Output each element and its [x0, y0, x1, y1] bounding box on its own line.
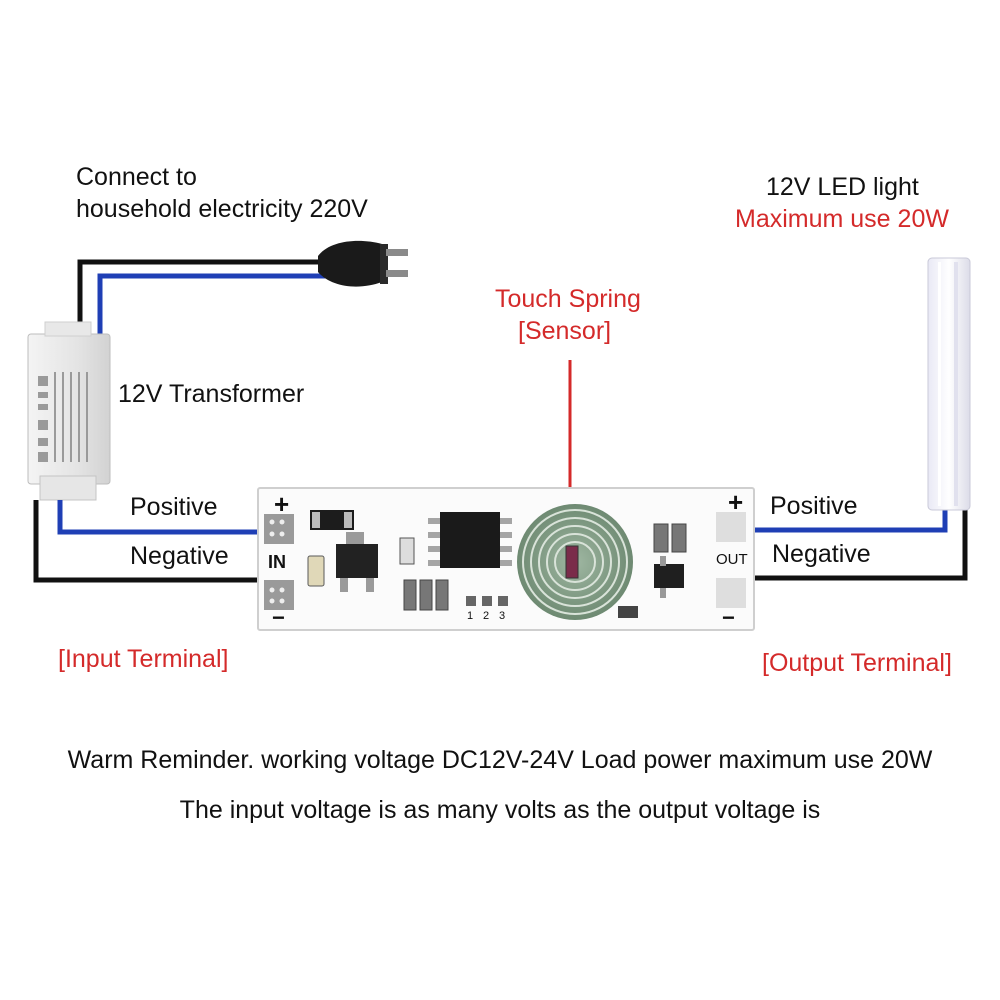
input-negative-label: Negative [130, 542, 229, 570]
mains-wires [77, 259, 330, 335]
output-negative-label: Negative [772, 540, 871, 568]
output-negative-wire [750, 508, 968, 581]
board-plus-right: + [728, 487, 744, 517]
mains-black-wire [77, 259, 330, 335]
input-negative-wire [33, 500, 262, 583]
led-title: 12V LED light [766, 173, 919, 201]
output-terminal-label: [Output Terminal] [762, 649, 952, 677]
voltage-note: The input voltage is as many volts as th… [179, 796, 821, 824]
board-out-label: OUT [716, 551, 748, 568]
mains-blue-wire [97, 273, 330, 335]
board-in-label: IN [268, 552, 286, 572]
led-max-power: Maximum use 20W [735, 205, 949, 233]
output-pads [716, 512, 746, 608]
pcb-board [257, 487, 755, 631]
transformer-label: 12V Transformer [118, 380, 305, 408]
board-pin-3: 3 [499, 610, 506, 622]
touch-spring-coil [517, 504, 633, 620]
power-label-line1: Connect to [76, 163, 197, 191]
transformer-box [27, 321, 111, 501]
output-wires [750, 508, 968, 581]
input-wires [33, 500, 262, 583]
board-plus-left: + [274, 489, 290, 519]
output-positive-wire [750, 508, 948, 533]
board-pin-1: 1 [467, 610, 474, 622]
input-positive-wire [57, 500, 262, 535]
warm-reminder-note: Warm Reminder. working voltage DC12V-24V… [67, 746, 933, 774]
sensor-label-line2: [Sensor] [518, 317, 612, 345]
board-minus-right: − [722, 605, 735, 630]
board-pin-2: 2 [483, 610, 490, 622]
power-label-line2: household electricity 220V [76, 195, 368, 223]
input-pads [264, 514, 294, 610]
input-terminal-label: [Input Terminal] [58, 645, 229, 673]
output-positive-label: Positive [770, 492, 858, 520]
input-positive-label: Positive [130, 493, 218, 521]
sensor-label-line1: Touch Spring [495, 285, 641, 313]
power-plug [318, 240, 408, 287]
board-minus-left: − [272, 605, 285, 630]
led-tube [927, 257, 971, 511]
